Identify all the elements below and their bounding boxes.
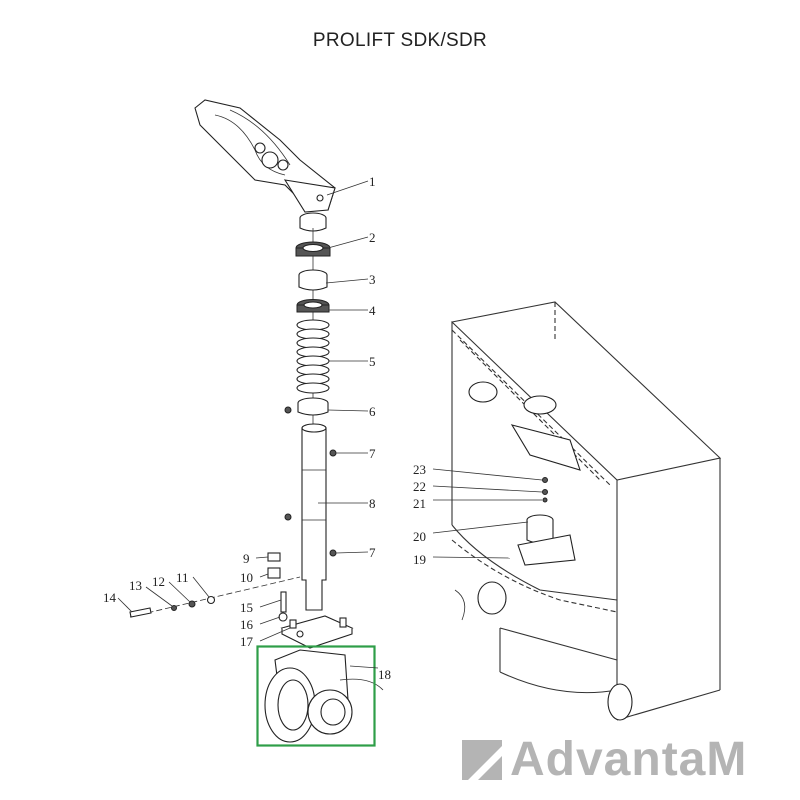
- drive-wheel-assembly-18: [264, 649, 384, 743]
- callout-4: 4: [369, 303, 376, 318]
- logo-text: AdvantaM: [510, 733, 748, 786]
- callout-16: 16: [240, 617, 254, 632]
- callout-14: 14: [103, 590, 117, 605]
- bracket-9: [267, 552, 281, 562]
- shaft-8: [301, 423, 327, 611]
- callout-10: 10: [240, 570, 253, 585]
- callout-5: 5: [369, 354, 376, 369]
- advantam-logo: AdvantaM: [462, 732, 747, 787]
- bracket-10: [267, 567, 281, 579]
- callout-7b: 7: [369, 545, 376, 560]
- bolt-15: [280, 591, 287, 613]
- tiller-handle: [194, 99, 336, 232]
- callout-3: 3: [369, 272, 376, 287]
- ring-6: [297, 397, 329, 416]
- screw-7: [284, 406, 337, 557]
- callout-15: 15: [240, 600, 253, 615]
- callout-19: 19: [413, 552, 426, 567]
- highlight-box: [256, 645, 376, 747]
- diagram-title: PROLIFT SDK/SDR: [312, 30, 488, 51]
- chassis-frame: [450, 301, 722, 721]
- callout-9: 9: [243, 551, 250, 566]
- washer-16: [278, 612, 288, 622]
- bolt-14: [129, 607, 152, 618]
- callout-6: 6: [369, 404, 376, 419]
- bushing-3: [298, 269, 328, 291]
- callout-1: 1: [369, 174, 376, 189]
- callout-7a: 7: [369, 446, 376, 461]
- callout-23: 23: [413, 462, 426, 477]
- callout-18: 18: [378, 667, 391, 682]
- callout-21: 21: [413, 496, 426, 511]
- callout-12: 12: [152, 574, 165, 589]
- callout-11: 11: [176, 570, 189, 585]
- callout-17: 17: [240, 634, 254, 649]
- callout-8: 8: [369, 496, 376, 511]
- spring-5: [296, 319, 330, 394]
- logo-mark-icon: [462, 739, 502, 780]
- washer-13: [171, 605, 177, 611]
- nut-11: [206, 595, 216, 605]
- callout-13: 13: [129, 578, 142, 593]
- leader-lines: [117, 180, 543, 669]
- callout-20: 20: [413, 529, 426, 544]
- washer-12: [188, 600, 196, 608]
- bearing-2: [295, 241, 331, 257]
- mounting-plate-17: [280, 615, 354, 649]
- callout-22: 22: [413, 479, 426, 494]
- bearing-4: [296, 299, 330, 313]
- callout-2: 2: [369, 230, 376, 245]
